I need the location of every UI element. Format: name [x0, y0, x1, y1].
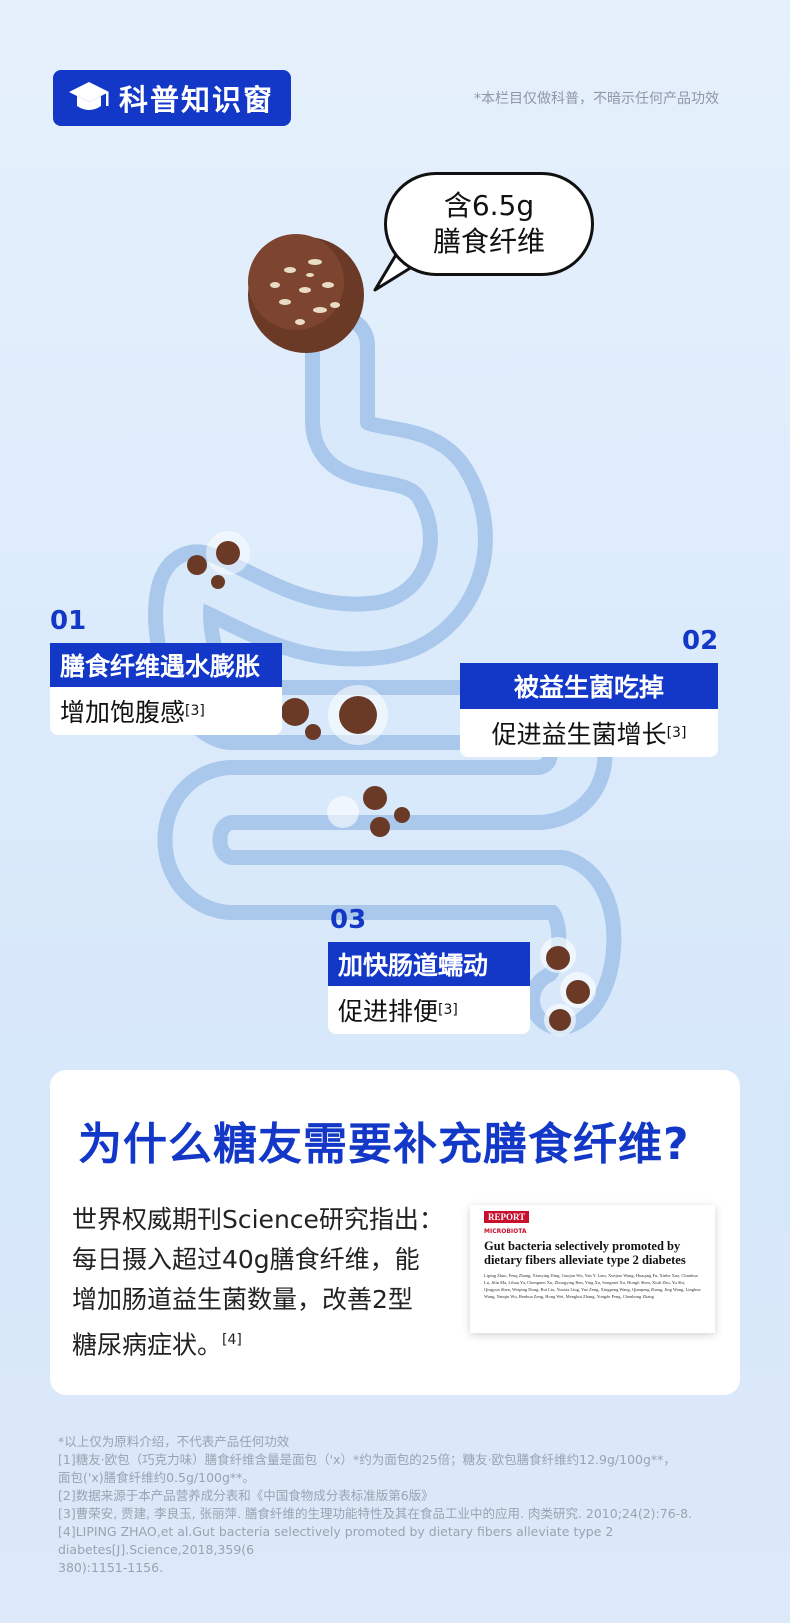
paper-title: Gut bacteria selectively promoted by die…	[484, 1239, 686, 1267]
footnotes: *以上仅为原料介绍，不代表产品任何功效 [1]糖友·欧包（巧克力味）膳食纤维含量…	[58, 1433, 738, 1577]
card-body-text: 糖尿病症状。	[72, 1330, 223, 1360]
step-title: 被益生菌吃掉	[460, 663, 718, 709]
bread-ball-image	[248, 234, 364, 353]
step-desc-text: 促进排便	[338, 997, 439, 1026]
footnote-line: 380):1151-1156.	[58, 1560, 164, 1575]
paper-authors: Liping Zhao, Feng Zhang, Xiaoying Ding, …	[484, 1273, 701, 1299]
step-desc: 促进益生菌增长[3]	[460, 709, 718, 757]
digestive-tract-illustration	[148, 234, 622, 1036]
card-body-line: 增加肠道益生菌数量，改善2型	[72, 1285, 413, 1314]
step-ref: [3]	[666, 725, 687, 741]
step-number: 03	[330, 905, 367, 935]
disclaimer-text: *本栏目仅做科普，不暗示任何产品功效	[474, 91, 719, 107]
step-desc: 促进排便[3]	[328, 986, 530, 1034]
step-desc-text: 增加饱腹感	[60, 698, 186, 727]
speech-bubble: 含6.5g 膳食纤维	[384, 172, 594, 276]
footnote-line: [3]曹荣安, 贾建, 李良玉, 张丽萍. 膳食纤维的生理功能特性及其在食品工业…	[58, 1506, 693, 1521]
footnote-line: *以上仅为原料介绍，不代表产品任何功效	[58, 1434, 290, 1449]
step-number: 01	[50, 606, 87, 636]
footnote-line: [1]糖友·欧包（巧克力味）膳食纤维含量是面包（'x）*约为面包的25倍；糖友·…	[58, 1452, 676, 1467]
card-body-line: 每日摄入超过40g膳食纤维，能	[72, 1245, 420, 1274]
science-paper-thumbnail: REPORT MICROBIOTA Gut bacteria selective…	[470, 1205, 715, 1333]
footnote-line: [4]LIPING ZHAO,et al.Gut bacteria select…	[58, 1524, 614, 1557]
fiber-particles	[187, 531, 596, 1036]
step-title: 加快肠道蠕动	[328, 942, 530, 986]
paper-tag: REPORT	[484, 1211, 530, 1223]
step-desc: 增加饱腹感[3]	[50, 687, 282, 735]
step-desc-text: 促进益生菌增长	[491, 720, 667, 749]
graduation-cap-icon	[69, 82, 109, 110]
footnote-line: 面包('x)膳食纤维约0.5g/100g**。	[58, 1470, 255, 1485]
step-number: 02	[682, 626, 719, 656]
card-title: 为什么糖友需要补充膳食纤维?	[78, 1119, 690, 1170]
card-body-line: 世界权威期刊Science研究指出：	[72, 1205, 444, 1234]
step-title: 膳食纤维遇水膨胀	[50, 643, 282, 687]
bubble-line-2: 膳食纤维	[432, 225, 545, 258]
card-body-ref: [4]	[222, 1332, 242, 1348]
science-window-badge: 科普知识窗	[53, 70, 291, 126]
paper-category: MICROBIOTA	[484, 1228, 527, 1235]
card-body-line: 糖尿病症状。[4]	[72, 1320, 462, 1365]
footnote-line: [2]数据来源于本产品营养成分表和《中国食物成分表标准版第6版》	[58, 1488, 434, 1503]
step-ref: [3]	[438, 1002, 458, 1018]
card-body: 世界权威期刊Science研究指出： 每日摄入超过40g膳食纤维，能 增加肠道益…	[72, 1200, 462, 1365]
step-ref: [3]	[185, 703, 205, 719]
bubble-line-1: 含6.5g	[443, 189, 535, 222]
badge-label: 科普知识窗	[119, 83, 275, 117]
